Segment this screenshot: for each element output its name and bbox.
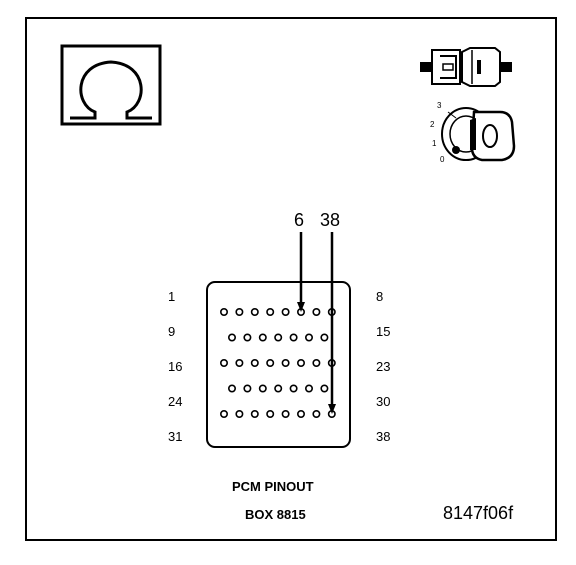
ignition-position-label: 1	[432, 139, 437, 148]
ignition-key-icon	[441, 107, 516, 162]
pin-hole	[228, 384, 237, 393]
pin-hole	[281, 409, 290, 418]
ignition-position-label: 0	[440, 155, 445, 164]
pin-hole	[266, 409, 275, 418]
pin-hole	[235, 307, 244, 316]
pin-hole	[274, 384, 283, 393]
pin-hole	[320, 384, 329, 393]
connector-plug-icon	[420, 47, 512, 87]
pin-hole	[258, 384, 267, 393]
pin-hole	[266, 307, 275, 316]
pin-hole	[220, 358, 229, 367]
pin-hole	[304, 384, 313, 393]
pin-hole	[228, 333, 237, 342]
row-label-left: 9	[168, 324, 176, 339]
pin-hole	[235, 358, 244, 367]
pin-hole	[312, 307, 321, 316]
pin-hole	[289, 384, 298, 393]
ohm-icon	[60, 44, 162, 126]
pin-hole	[243, 384, 252, 393]
diagram-caption-subtitle: BOX 8815	[245, 507, 306, 522]
row-label-left: 31	[168, 429, 183, 444]
row-label-right: 8	[376, 289, 384, 304]
pin-hole	[312, 409, 321, 418]
pin-6-arrow	[297, 232, 305, 312]
pin-hole	[320, 333, 329, 342]
pin-hole	[258, 333, 267, 342]
pin-hole	[312, 358, 321, 367]
row-label-left: 16	[168, 359, 183, 374]
pin-hole	[296, 409, 305, 418]
pin-hole	[235, 409, 244, 418]
pin-6-label: 6	[294, 210, 305, 230]
pin-hole	[281, 358, 290, 367]
pin-hole	[243, 333, 252, 342]
row-label-left: 1	[168, 289, 176, 304]
pin-hole	[250, 409, 259, 418]
pin-hole	[220, 307, 229, 316]
pin-hole	[250, 358, 259, 367]
row-label-left: 24	[168, 394, 183, 409]
figure-id: 8147f06f	[443, 503, 514, 523]
connector-pins	[220, 307, 336, 418]
ignition-position-label: 2	[430, 120, 435, 129]
pin-38-label: 38	[320, 210, 341, 230]
pin-hole	[289, 333, 298, 342]
row-label-right: 38	[376, 429, 391, 444]
diagram-caption-title: PCM PINOUT	[232, 479, 314, 494]
ignition-position-label: 3	[437, 101, 442, 110]
pin-hole	[274, 333, 283, 342]
pin-hole	[296, 358, 305, 367]
pin-38-arrow	[328, 232, 336, 414]
row-label-right: 15	[376, 324, 391, 339]
pin-hole	[220, 409, 229, 418]
connector-body	[206, 281, 351, 448]
pin-hole	[266, 358, 275, 367]
pin-hole	[304, 333, 313, 342]
row-label-right: 30	[376, 394, 391, 409]
outer-frame	[25, 17, 557, 541]
pin-hole	[250, 307, 259, 316]
row-label-right: 23	[376, 359, 391, 374]
pin-hole	[281, 307, 290, 316]
